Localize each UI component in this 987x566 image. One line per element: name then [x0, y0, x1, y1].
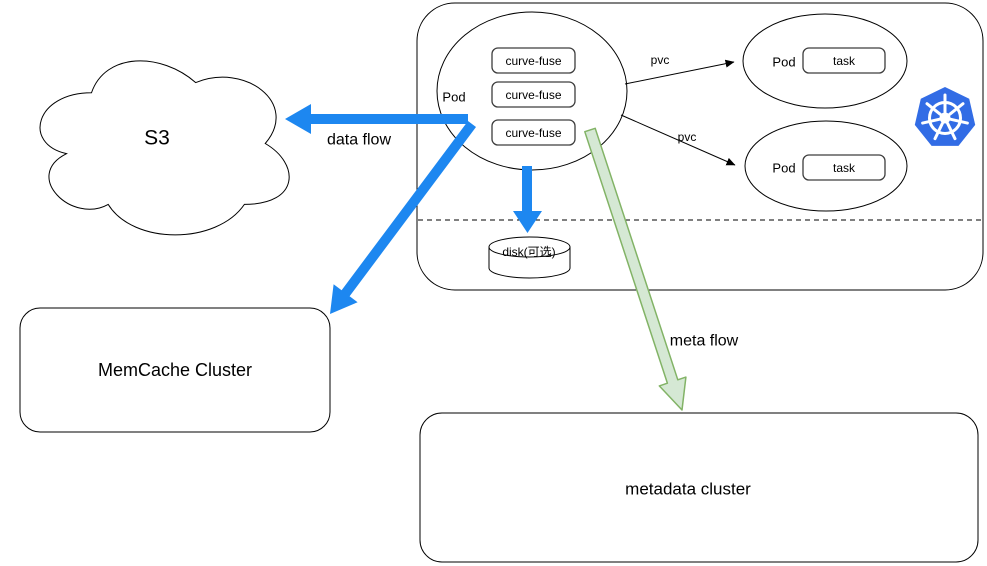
meta-flow-arrow	[584, 127, 687, 411]
task-box-top	[802, 47, 886, 74]
data-flow-arrow-disk	[513, 166, 542, 233]
data-flow-arrow-memcache	[330, 121, 476, 314]
task-pod-label-top: Pod	[772, 55, 795, 70]
curve-fuse-label: curve-fuse	[505, 54, 561, 68]
metadata-cluster-box	[419, 412, 979, 563]
curve-fuse-box	[491, 119, 576, 146]
pvc-arrow-bottom	[620, 114, 736, 166]
data-flow-arrow-s3	[285, 104, 468, 134]
s3-cloud	[39, 60, 290, 236]
pvc-label-bottom: pvc	[678, 130, 697, 144]
task-box-bottom	[802, 154, 886, 181]
curve-fuse-box	[491, 81, 576, 108]
data-flow-label: data flow	[327, 132, 391, 149]
curve-fuse-label: curve-fuse	[505, 126, 561, 140]
metadata-label: metadata cluster	[625, 480, 751, 499]
pvc-label-top: pvc	[651, 53, 670, 67]
disk-cylinder-top	[488, 236, 571, 258]
task-label-top: task	[833, 54, 856, 68]
task-pod-label-bottom: Pod	[772, 161, 795, 176]
curve-fuse-box	[491, 47, 576, 74]
meta-flow-label: meta flow	[670, 333, 739, 350]
main-pod-label: Pod	[442, 90, 465, 105]
curve-fuse-label: curve-fuse	[505, 88, 561, 102]
disk-label: disk(可选)	[502, 245, 555, 259]
s3-label: S3	[144, 127, 170, 150]
kubernetes-logo-icon	[914, 87, 976, 146]
task-label-bottom: task	[833, 161, 856, 175]
memcache-label: MemCache Cluster	[98, 360, 252, 380]
pvc-arrow-top	[624, 59, 735, 85]
memcache-cluster-box	[19, 307, 331, 433]
